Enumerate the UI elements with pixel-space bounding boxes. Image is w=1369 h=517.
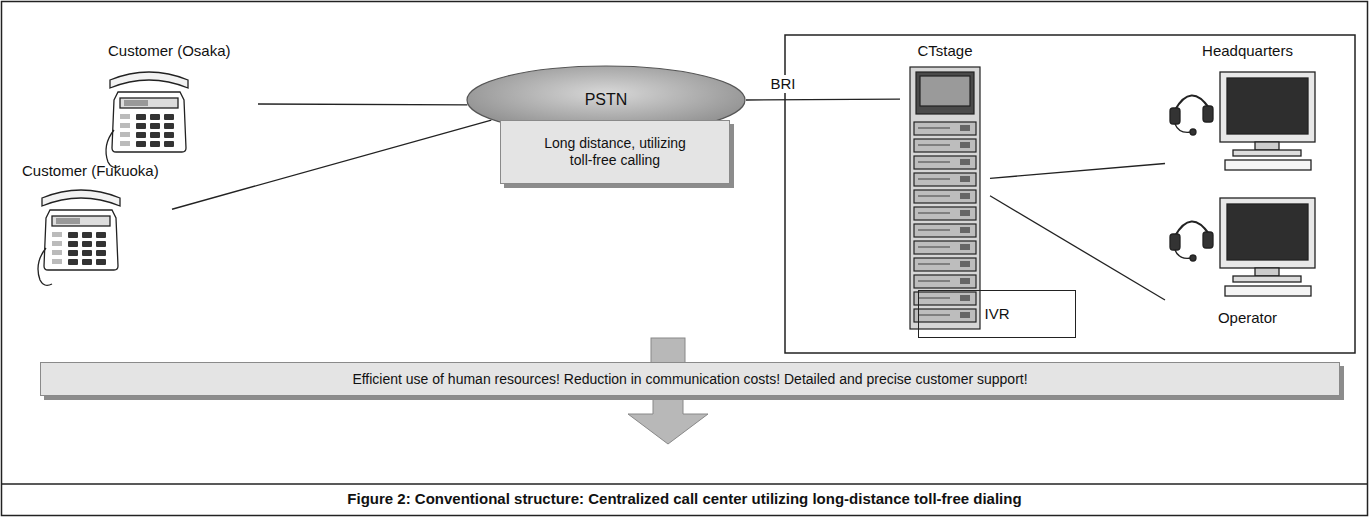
connector-line (990, 164, 1165, 179)
pc-terminal: Headquarters (1165, 42, 1330, 177)
node-label: Headquarters (1202, 42, 1293, 60)
server-rack: CTstage (900, 42, 990, 290)
node-label: Operator (1218, 309, 1277, 327)
node-label: Long distance, utilizing toll-free calli… (540, 135, 690, 169)
caption-holder: Figure 2: Conventional structure: Centra… (0, 490, 1369, 508)
caption-rule (2, 483, 1368, 485)
customer-phone: Customer (Fukuoka) (22, 162, 172, 267)
flow-arrow-shaft (651, 338, 685, 364)
connector-line (172, 120, 491, 209)
figure-caption: Figure 2: Conventional structure: Centra… (347, 490, 1021, 507)
node-label: Customer (Osaka) (108, 42, 231, 60)
connector-line (990, 196, 1165, 300)
pc-terminal: Operator (1165, 192, 1330, 327)
flow-arrow (628, 396, 708, 444)
node-label: IVR (984, 305, 1009, 323)
computer-icon (1165, 192, 1330, 327)
customer-phone: Customer (Osaka) (108, 42, 258, 142)
connector-line (258, 103, 467, 105)
rack-icon (900, 42, 990, 290)
node-label: PSTN (585, 90, 628, 109)
ivr-box: IVR (918, 290, 1076, 338)
node-label: CTstage (917, 42, 972, 60)
node-label: Efficient use of human resources! Reduct… (352, 371, 1027, 388)
node-label: Customer (Fukuoka) (22, 162, 159, 180)
edge-label-holder: BRI (768, 75, 797, 93)
note-box: Long distance, utilizing toll-free calli… (500, 120, 730, 184)
benefit-banner: Efficient use of human resources! Reduct… (40, 362, 1340, 396)
computer-icon (1165, 42, 1330, 177)
connector-line (746, 98, 900, 100)
center-enclosure (785, 35, 1355, 353)
edge-label: BRI (768, 75, 797, 93)
